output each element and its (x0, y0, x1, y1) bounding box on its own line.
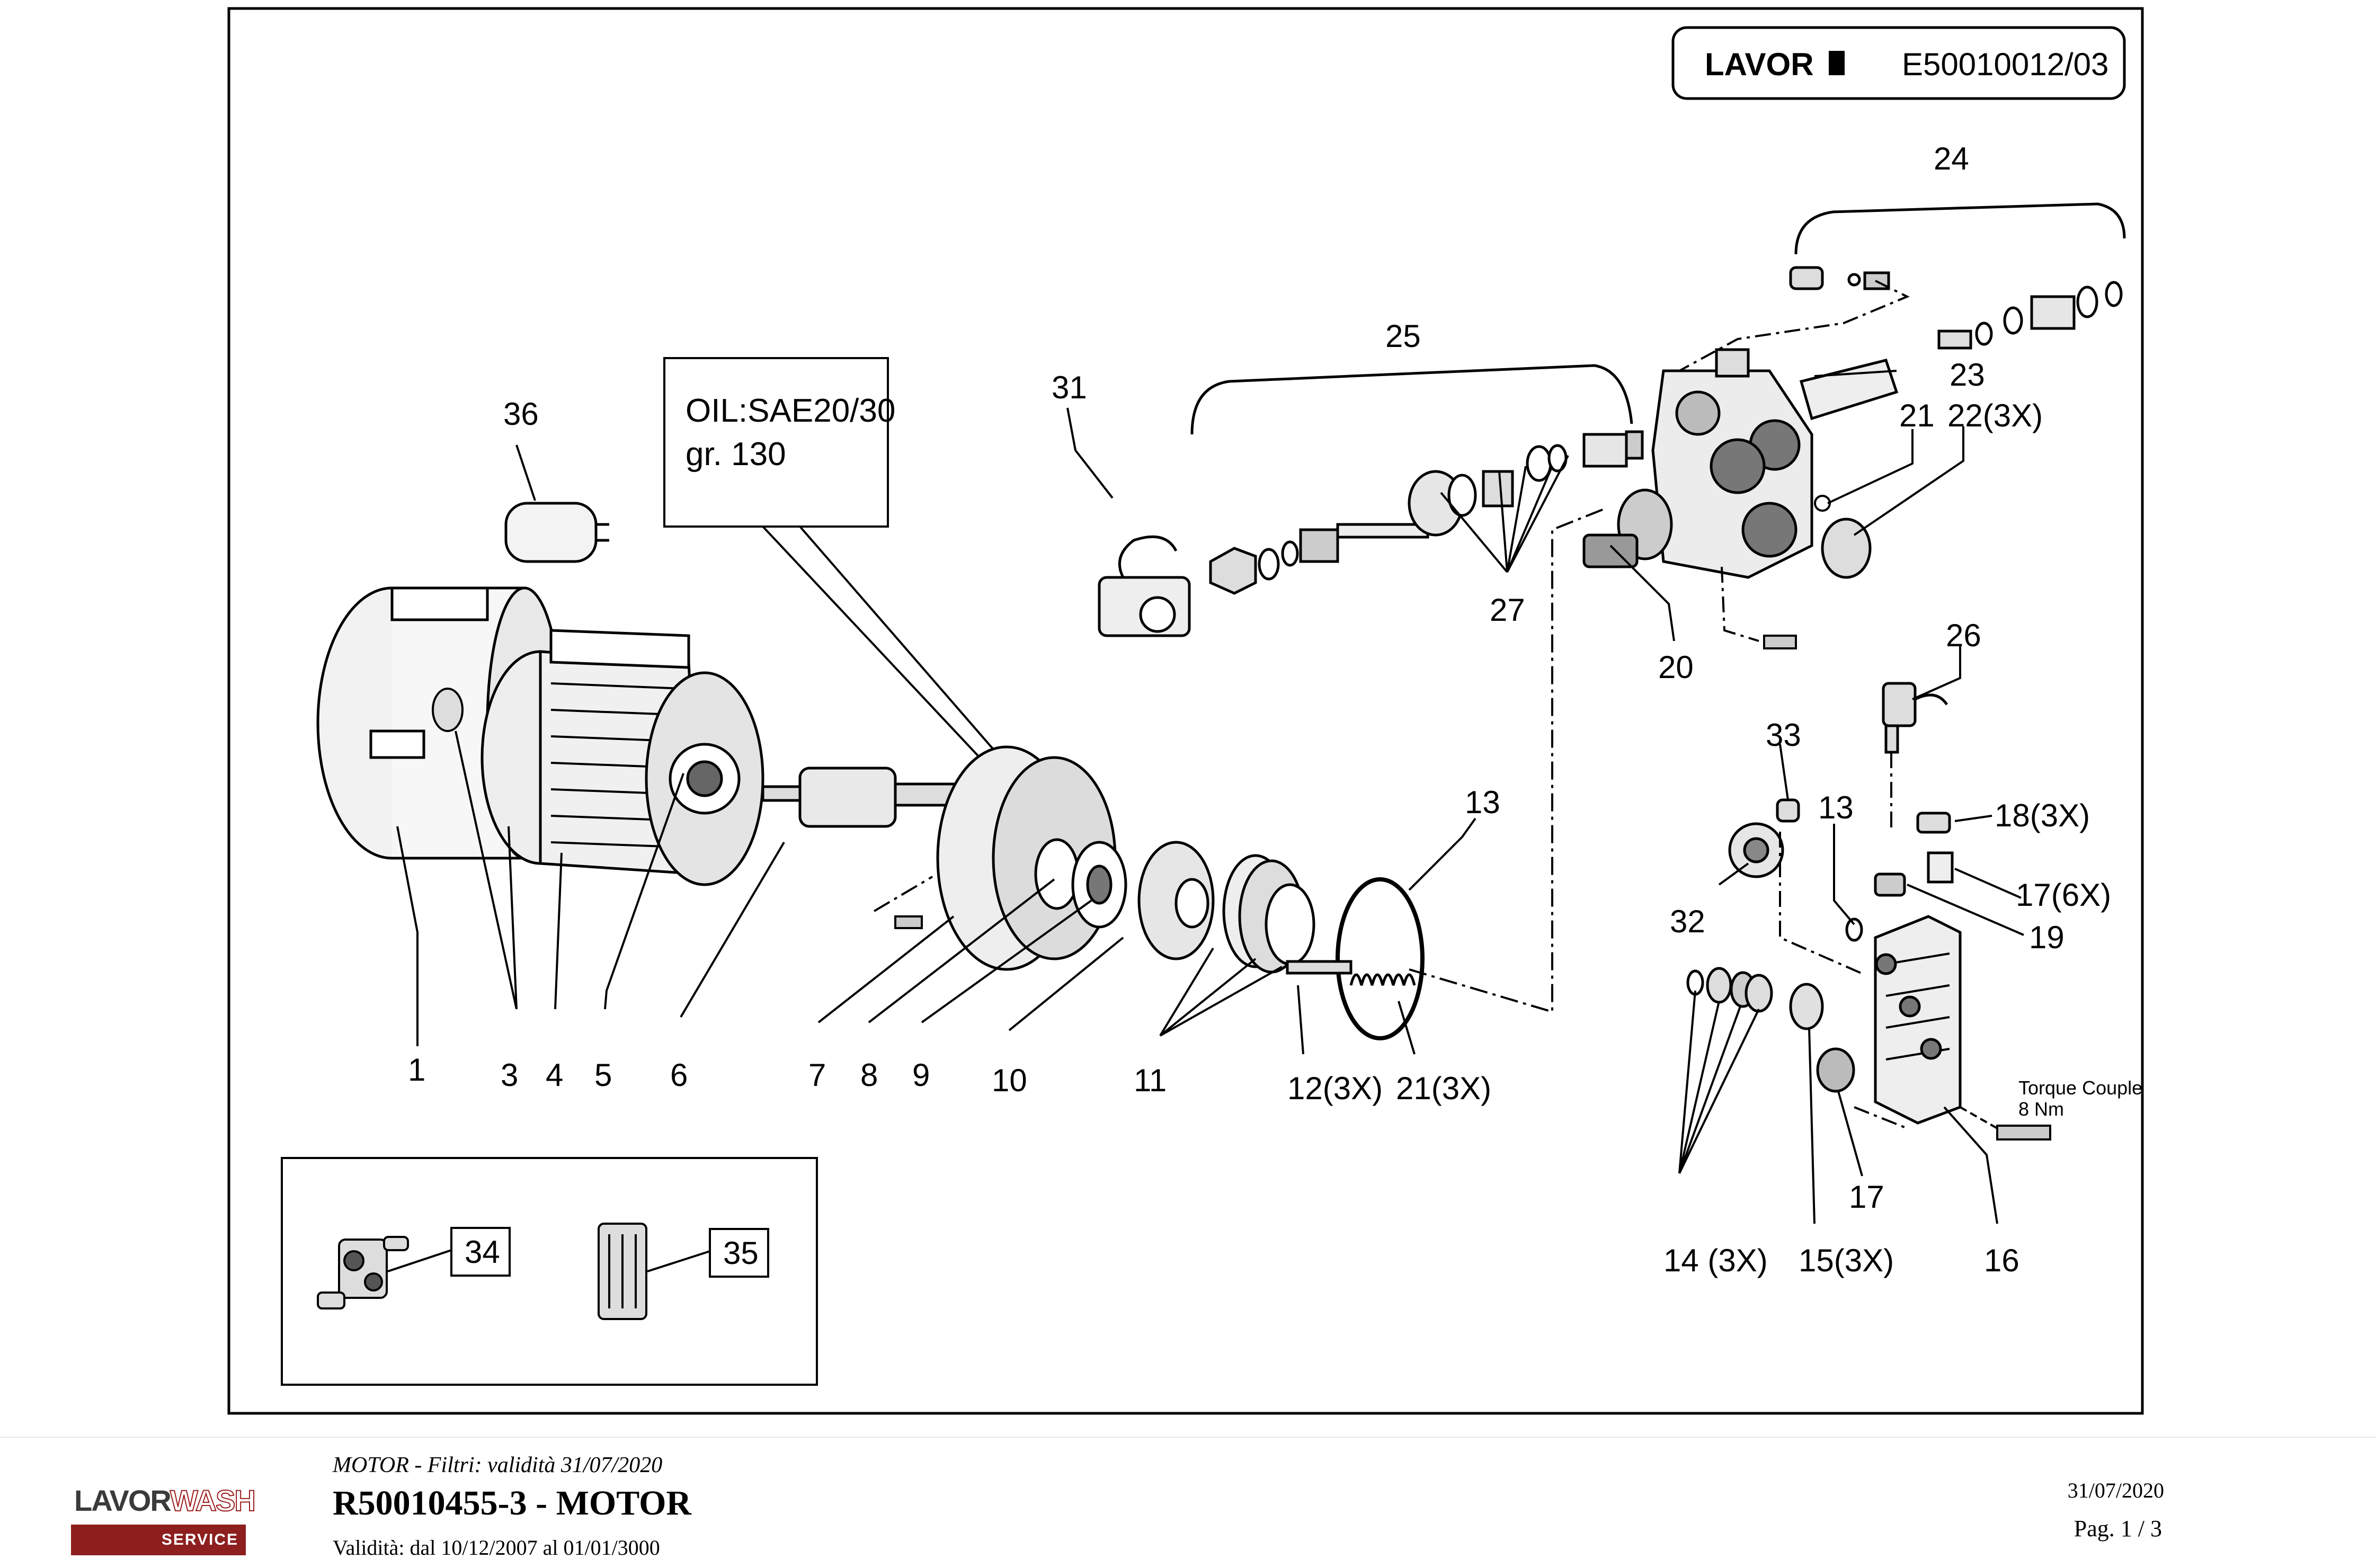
leader-lines (396, 370, 2024, 1224)
swash-plate-icon (1137, 841, 1215, 960)
callout-9: 9 (912, 1057, 930, 1093)
brace-24 (1794, 202, 2126, 255)
header-code: E50010012/03 (1902, 47, 2108, 82)
oil-seal-icon (1821, 518, 1872, 579)
callout-8: 8 (860, 1057, 878, 1093)
callout-23: 23 (1950, 357, 1985, 393)
header-brand: LAVOR (1705, 47, 1814, 82)
callout-17: 17 (1849, 1179, 1884, 1215)
oil-note-box: OIL:SAE20/30 gr. 130 (663, 357, 1066, 838)
sensor-26-icon (1882, 682, 1948, 754)
seal-ring-icon (432, 688, 464, 732)
rotor-icon (761, 767, 966, 828)
callout-27: 27 (1490, 592, 1525, 628)
footer-filter-line: MOTOR - Filtri: validità 31/07/2020 (333, 1453, 663, 1477)
callout-36: 35 (723, 1235, 759, 1271)
callout-7: 7 (808, 1057, 826, 1093)
callout-21-upper: 21 (1899, 398, 1935, 433)
assembly-axis-line (873, 507, 1606, 1013)
pressure-switch-icon (1098, 535, 1191, 637)
callout-5: 5 (594, 1057, 612, 1093)
callout-32: 32 (1670, 904, 1705, 939)
callout-13-upper: 13 (1465, 785, 1500, 820)
oil-note-line1: OIL:SAE20/30 (686, 393, 895, 429)
oil-note-line2: gr. 130 (686, 436, 786, 473)
drawing-frame (227, 7, 2144, 1415)
valve-block-icon (1874, 915, 1962, 1125)
callout-21-3x-lower: 21(3X) (1396, 1071, 1491, 1106)
callout-12-3x: 12(3X) (1287, 1071, 1383, 1106)
outlet-fitting-icon (1789, 266, 2123, 350)
callout-6: 6 (670, 1057, 688, 1093)
torque-note-line1: Torque Couple (2018, 1077, 2142, 1099)
callout-22-3x: 22(3X) (1947, 398, 2043, 433)
callout-10: 10 (992, 1063, 1027, 1098)
unloader-valve-icon (1209, 430, 1644, 595)
check-valve-parts-icon (1686, 798, 1954, 1093)
callout-25: 25 (1385, 318, 1421, 354)
pump-head-thumbnail-icon (317, 1236, 409, 1309)
header-badge: LAVOR E50010012/03 (1671, 26, 2126, 100)
callout-20: 20 (1658, 649, 1694, 685)
stator-housing-icon (480, 629, 764, 886)
callout-16: 16 (1984, 1243, 2019, 1278)
lavorwash-service-logo: LAVORWASH SERVICE (71, 1483, 256, 1557)
callout-15-3x: 15(3X) (1799, 1243, 1894, 1278)
piston-spring-icon (1286, 877, 1425, 1040)
inset-box: 34 35 (281, 1157, 818, 1386)
callout-26: 26 (1946, 618, 1981, 653)
footer-page-number: Pag. 1 / 3 (2074, 1516, 2162, 1542)
logo-service-band: SERVICE (71, 1525, 246, 1555)
piston-guide-icon (1222, 854, 1315, 974)
brand-mark-icon (1829, 51, 1845, 75)
o-ring-icon (1814, 495, 1831, 512)
callout-33: 33 (1766, 717, 1801, 753)
logo-brand-text: LAVOR (74, 1484, 171, 1517)
callout-11: 11 (1134, 1063, 1167, 1098)
callout-4: 4 (546, 1057, 563, 1093)
valve-block-bolt-icon (1996, 1125, 2051, 1141)
footer-separator (0, 1437, 2376, 1438)
callout-31: 31 (1052, 370, 1087, 405)
callout-13-lower: 13 (1818, 790, 1854, 825)
brace-25 (1190, 364, 1633, 435)
pump-flange-icon (936, 745, 1127, 971)
torque-note-line2: 8 Nm (2018, 1098, 2064, 1120)
callout-14-3x: 14 (3X) (1663, 1243, 1768, 1278)
screw-icon (894, 915, 923, 929)
callout-1: 1 (408, 1052, 425, 1088)
callout-18-3x: 18(3X) (1995, 798, 2090, 833)
callout-19: 19 (2029, 920, 2064, 955)
callout-labels: 1 3 4 5 6 7 8 9 10 11 12(3X) 21(3X) 13 1… (408, 141, 2111, 1278)
callout-24: 24 (1934, 141, 1969, 176)
capacitor-icon (504, 502, 609, 563)
footer-title: R50010455-3 - MOTOR (333, 1484, 692, 1522)
callout-34: 36 (503, 396, 539, 432)
valve-block-thumbnail-icon (598, 1223, 647, 1320)
head-bolt-icon (1763, 635, 1797, 649)
callout-17-6x: 17(6X) (2016, 877, 2111, 913)
logo-wash-text: WASH (170, 1483, 256, 1518)
footer-date: 31/07/2020 (2067, 1478, 2164, 1502)
footer-validity: Validità: dal 10/12/2007 al 01/01/3000 (333, 1536, 660, 1560)
callout-3: 3 (501, 1057, 518, 1093)
callout-35: 34 (465, 1234, 500, 1270)
